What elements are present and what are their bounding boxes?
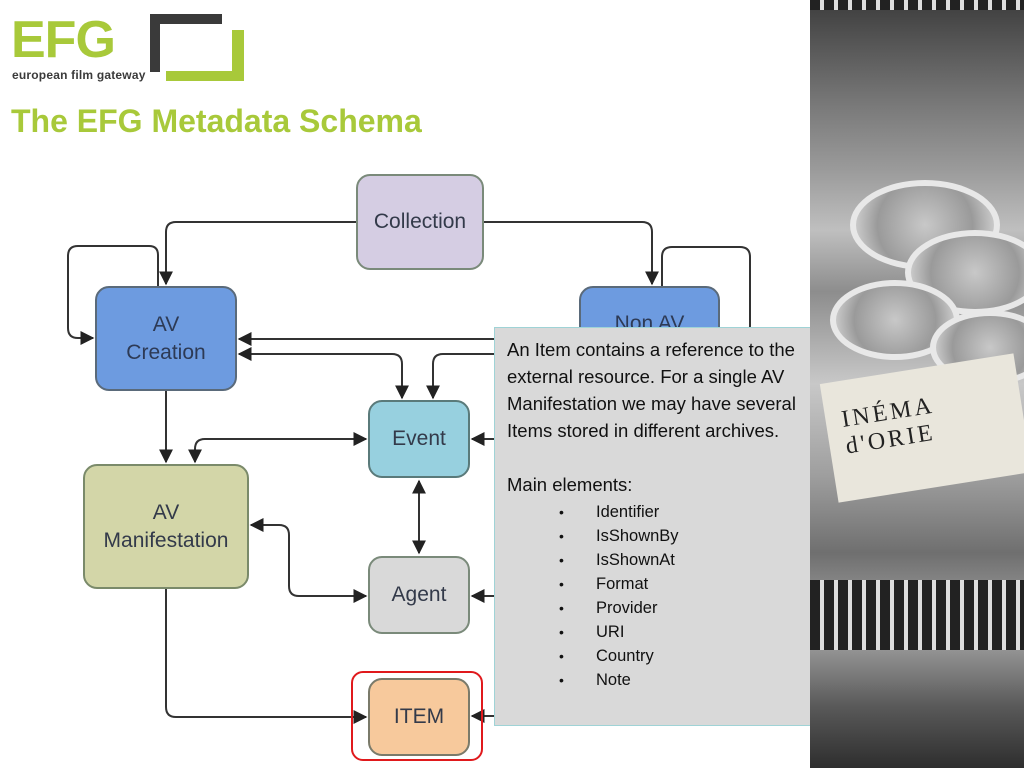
list-item: •IsShownBy xyxy=(559,527,679,545)
node-item: ITEM xyxy=(368,678,470,756)
edge-nonav-event xyxy=(426,353,498,400)
cinema-poster-image: INÉMA d'ORIE xyxy=(819,353,1024,503)
node-av-manifestation: AV Manifestation xyxy=(83,464,249,589)
efg-logo: EFG european film gateway xyxy=(0,0,260,90)
logo-brand: EFG xyxy=(11,11,116,69)
list-item: •Identifier xyxy=(559,503,660,521)
edge-collection-nonav xyxy=(484,221,659,286)
list-item: •IsShownAt xyxy=(559,551,675,569)
node-agent: Agent xyxy=(368,556,470,634)
callout-text: An Item contains a reference to the exte… xyxy=(507,339,796,441)
edge-event-avmanifestation xyxy=(188,432,368,464)
edge-collection-avcreation xyxy=(159,221,356,286)
logo-tagline: european film gateway xyxy=(12,68,146,82)
node-event: Event xyxy=(368,400,470,478)
film-strip-image xyxy=(810,0,1024,10)
list-item: •Note xyxy=(559,671,631,689)
list-item: •Country xyxy=(559,647,654,665)
list-item: •Provider xyxy=(559,599,658,617)
callout-list-heading: Main elements: xyxy=(507,474,633,495)
edge-avmanifestation-item xyxy=(165,589,368,724)
edge-avmanifestation-agent xyxy=(249,518,368,603)
slide-title: The EFG Metadata Schema xyxy=(11,103,422,139)
list-item: •Format xyxy=(559,575,649,593)
node-av-creation: AV Creation xyxy=(95,286,237,391)
logo-bracket-mark xyxy=(150,14,244,81)
main-elements-list: •Identifier •IsShownBy •IsShownAt •Forma… xyxy=(507,500,823,692)
edge-avcreation-event xyxy=(237,347,409,400)
item-description-callout: An Item contains a reference to the exte… xyxy=(494,327,834,726)
film-photo-collage: INÉMA d'ORIE xyxy=(810,0,1024,768)
node-collection: Collection xyxy=(356,174,484,270)
item-highlight-frame xyxy=(351,671,483,761)
list-item: •URI xyxy=(559,623,625,641)
edge-avcreation-self xyxy=(67,245,159,345)
film-strip-image xyxy=(810,580,1024,650)
